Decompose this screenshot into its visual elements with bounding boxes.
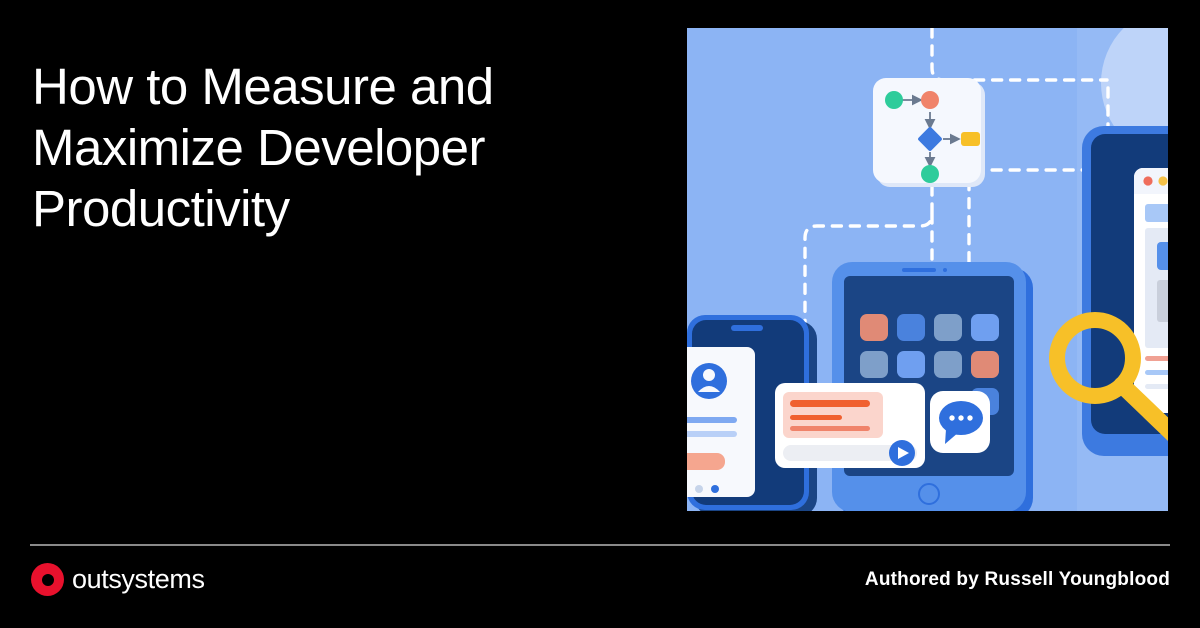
media-card (775, 383, 925, 468)
magnifier-icon (1049, 312, 1168, 441)
tablet-home-button (918, 483, 940, 505)
profile-cta-button (687, 453, 725, 470)
flow-node-output (961, 132, 980, 146)
outsystems-logo: outsystems (31, 563, 205, 596)
footer-divider (30, 544, 1170, 546)
desktop-device (1049, 126, 1168, 456)
flowchart-card (873, 78, 985, 187)
flow-node-decision (918, 127, 942, 151)
flow-node-start (885, 91, 903, 109)
browser-content-tile (1157, 242, 1168, 270)
outsystems-ring-hole (41, 573, 54, 586)
browser-window (1134, 168, 1168, 413)
illustration-artwork (687, 28, 1168, 511)
chat-bubble-tile (930, 391, 990, 453)
app-grid (860, 314, 999, 415)
page-title: How to Measure and Maximize Developer Pr… (32, 58, 494, 238)
flow-node-action (921, 91, 939, 109)
developer-productivity-illustration (687, 28, 1168, 511)
browser-dot-yellow (1158, 176, 1168, 186)
flow-node-end (921, 165, 939, 183)
browser-dot-red (1143, 176, 1153, 186)
chat-bubble-icon (939, 401, 983, 444)
author-byline: Authored by Russell Youngblood (864, 569, 1170, 590)
outsystems-wordmark: outsystems (72, 564, 205, 594)
outsystems-ring-icon (31, 563, 64, 596)
